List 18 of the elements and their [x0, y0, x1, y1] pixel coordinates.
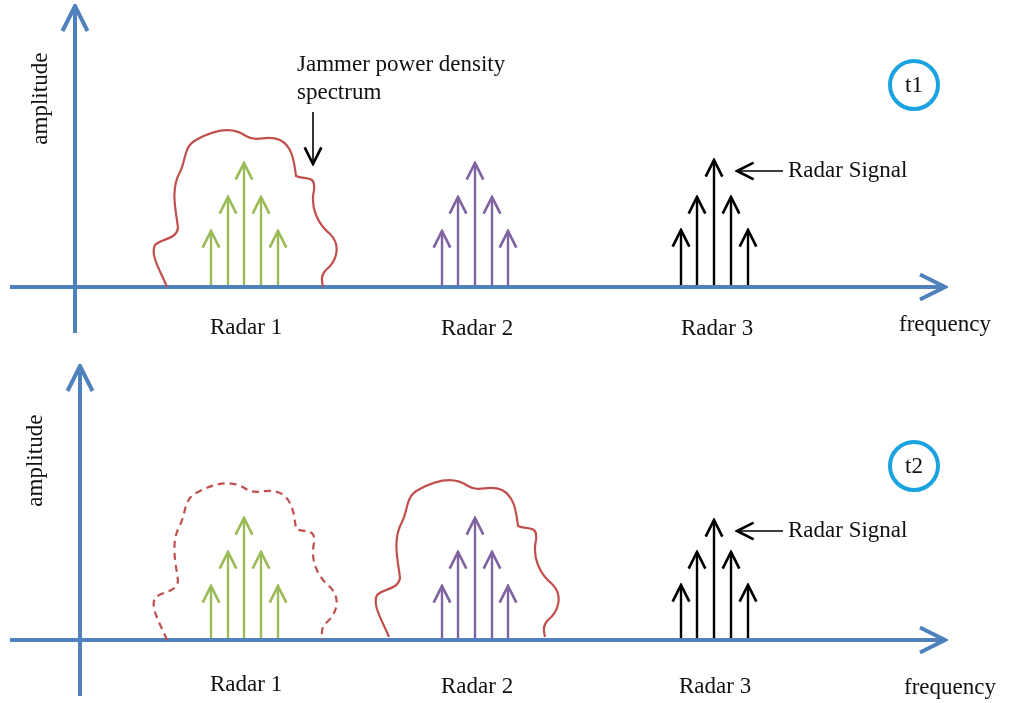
- radar-label: Radar 3: [681, 314, 754, 340]
- radar-label: Radar 3: [679, 672, 752, 698]
- time-marker-circle: t1: [888, 59, 940, 111]
- axis-label: amplitude: [22, 414, 48, 507]
- callout-text: Radar Signal: [788, 516, 948, 544]
- callout-text: Jammer power density spectrum: [297, 50, 512, 106]
- leader-arrow: [735, 521, 784, 541]
- leader-arrow: [735, 161, 784, 181]
- radar-label: Radar 2: [441, 314, 514, 340]
- axis-label: amplitude: [27, 52, 53, 145]
- radar-label: Radar 1: [210, 313, 283, 339]
- leader-arrow: [303, 111, 323, 166]
- callout-text: Radar Signal: [788, 156, 948, 184]
- radar-label: Radar 2: [441, 672, 514, 698]
- axis-label: frequency: [899, 310, 991, 336]
- time-marker-circle: t2: [888, 440, 940, 492]
- radar-label: Radar 1: [210, 670, 283, 696]
- axis-label: frequency: [904, 673, 996, 699]
